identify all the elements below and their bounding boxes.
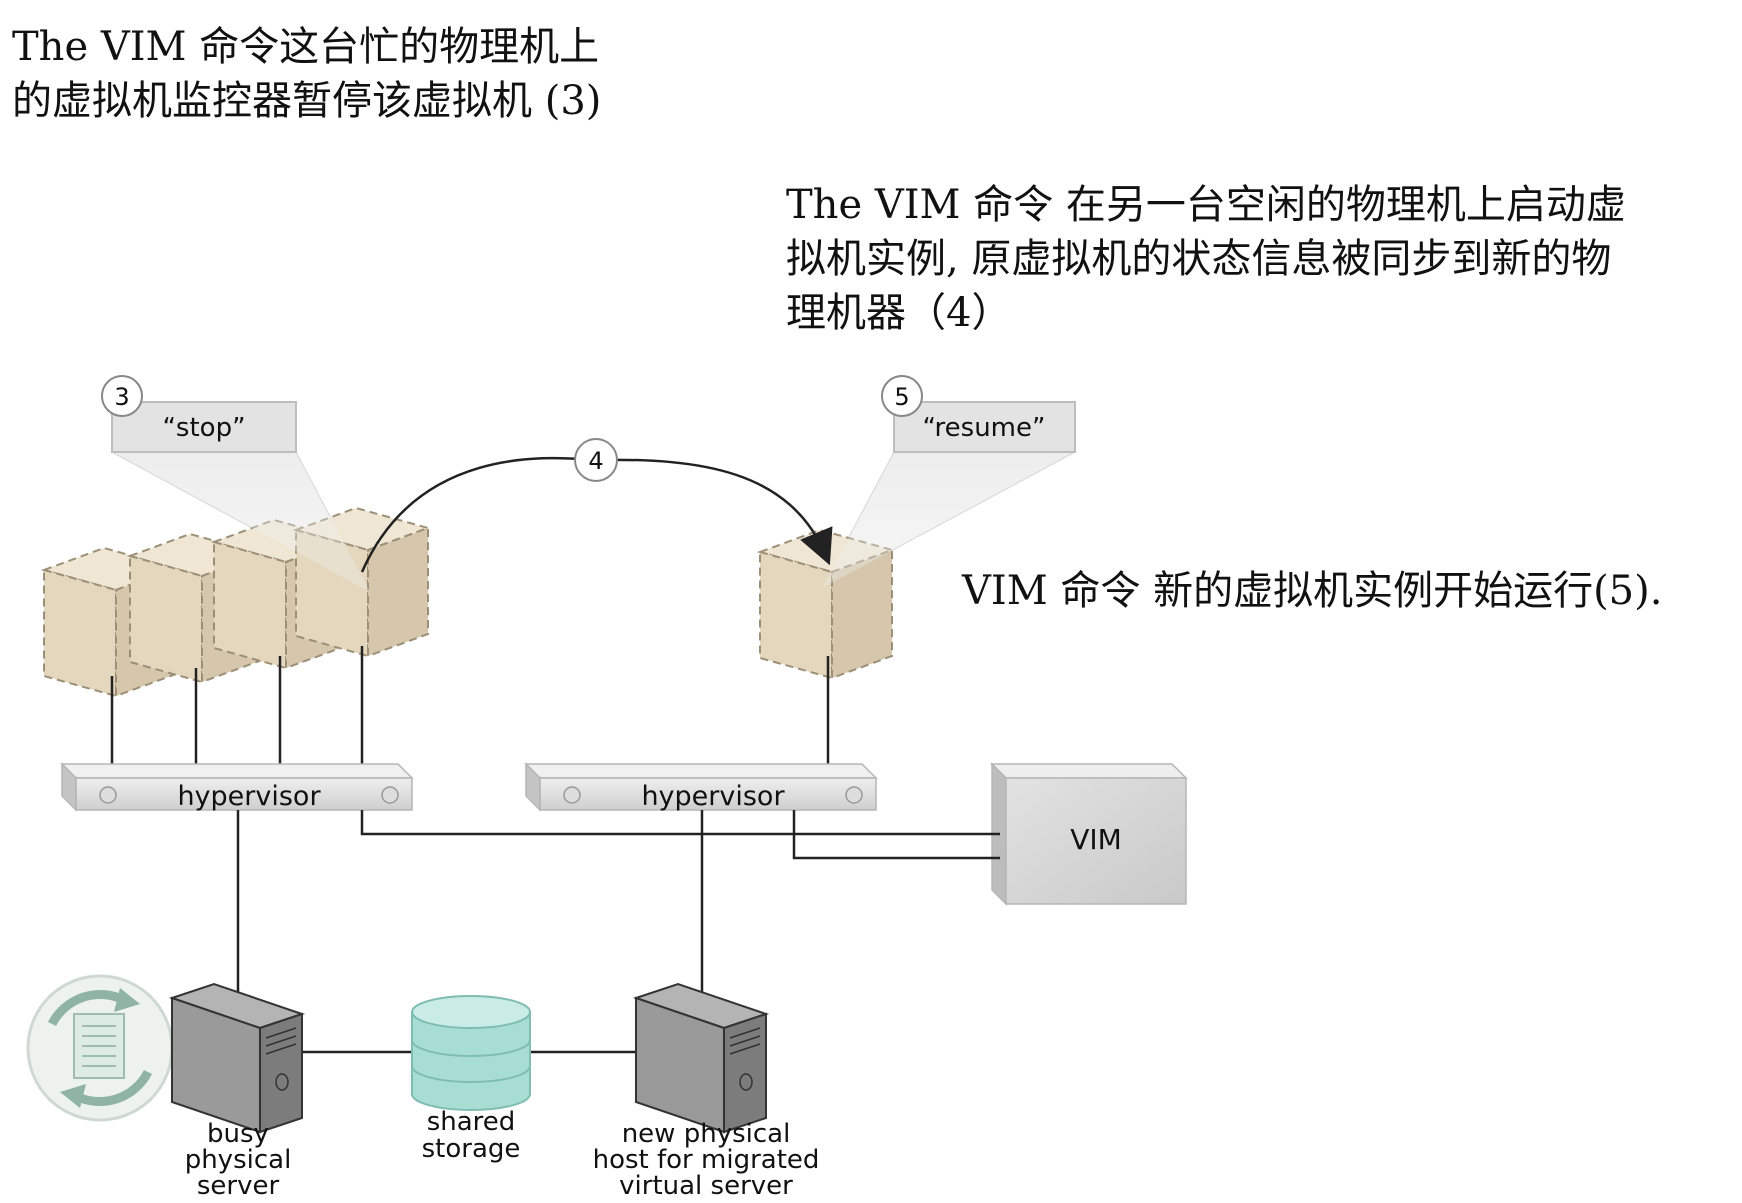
hypervisor-left: hypervisor (60, 762, 414, 812)
step4-caption-line3: 理机器（4） (786, 290, 1012, 336)
svg-text:busy: busy (207, 1119, 269, 1149)
step3-caption-line1: The VIM 命令这台忙的物理机上 (12, 24, 600, 70)
step4-caption-line2: 拟机实例, 原虚拟机的状态信息被同步到新的物 (786, 236, 1612, 282)
vm-connectors (110, 646, 830, 770)
svg-text:server: server (197, 1171, 280, 1201)
server-tower-icon (168, 982, 306, 1134)
step3-caption-line2: 的虚拟机监控器暂停该虚拟机 (3) (12, 78, 602, 124)
step-4-badge-circle (574, 438, 618, 482)
vim-label: VIM (1070, 823, 1122, 856)
database-cylinder-icon (411, 995, 531, 1111)
step-4-badge: 4 (588, 447, 603, 475)
svg-text:shared: shared (427, 1107, 516, 1137)
svg-text:storage: storage (422, 1134, 521, 1164)
hypervisor-right-label: hypervisor (641, 781, 785, 812)
step4-caption-line1: The VIM 命令 在另一台空闲的物理机上启动虚 (786, 182, 1626, 228)
resume-callout: “resume” 5 (881, 375, 1076, 453)
step-3-badge: 3 (114, 383, 129, 411)
virtual-machine-icon (292, 506, 432, 658)
step5-caption-line1: VIM 命令 新的虚拟机实例开始运行(5). (962, 568, 1663, 614)
resume-label: “resume” (923, 413, 1046, 443)
new-host-label: new physical host for migrated virtual s… (593, 1119, 820, 1201)
svg-text:new physical: new physical (622, 1119, 791, 1149)
server-tower-icon (632, 982, 770, 1134)
step-5-badge: 5 (894, 383, 909, 411)
stop-label: “stop” (162, 413, 245, 443)
stop-callout: “stop” 3 (101, 375, 297, 453)
document-sync-icon (26, 974, 174, 1122)
step4-caption: The VIM 命令 在另一台空闲的物理机上启动虚 拟机实例, 原虚拟机的状态信… (786, 178, 1626, 340)
step3-caption: The VIM 命令这台忙的物理机上 的虚拟机监控器暂停该虚拟机 (3) (12, 20, 601, 128)
svg-text:host for migrated: host for migrated (593, 1145, 820, 1175)
host-connectors (236, 810, 704, 1054)
shared-storage-label: shared storage (422, 1107, 521, 1164)
step5-caption: VIM 命令 新的虚拟机实例开始运行(5). (962, 564, 1662, 618)
svg-text:virtual server: virtual server (619, 1171, 793, 1201)
hypervisor-right: hypervisor (524, 762, 878, 812)
hypervisor-left-label: hypervisor (177, 781, 321, 812)
svg-text:physical: physical (185, 1145, 292, 1175)
busy-server-label: busy physical server (185, 1119, 292, 1201)
vim-control-lines (360, 810, 1000, 860)
vim-box: VIM (990, 762, 1188, 906)
vm-cluster-left (40, 506, 432, 698)
